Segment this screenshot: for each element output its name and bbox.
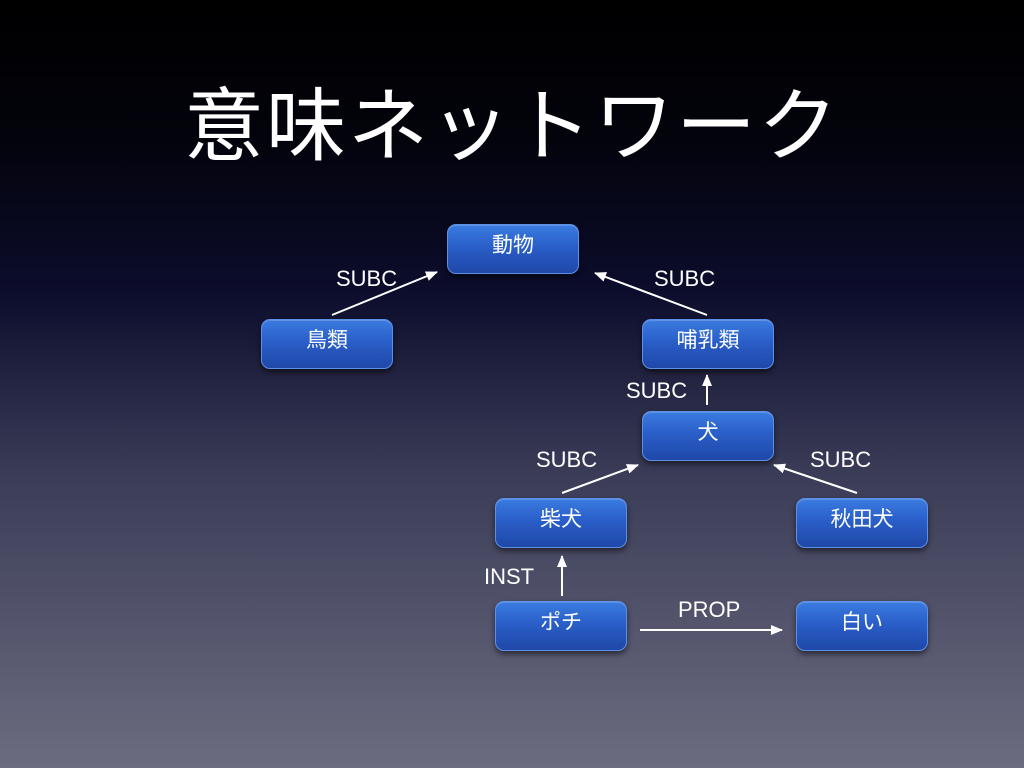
node-dog: 犬: [642, 411, 774, 461]
label-mammals-animal: SUBC: [654, 266, 716, 291]
label-pochi-white: PROP: [678, 597, 741, 622]
node-mammals: 哺乳類: [642, 319, 774, 369]
node-shiba: 柴犬: [495, 498, 627, 548]
slide-title: 意味ネットワーク: [184, 80, 840, 173]
label-akita-dog: SUBC: [810, 447, 872, 472]
label-pochi-shiba: INST: [484, 564, 535, 589]
label-dog-mammals: SUBC: [626, 378, 688, 403]
node-birds: 鳥類: [261, 319, 393, 369]
node-akita: 秋田犬: [796, 498, 928, 548]
node-animal: 動物: [447, 224, 579, 274]
arrow-mammals-to-animal: [594, 272, 708, 316]
arrow-shiba-to-dog: [561, 464, 639, 494]
arrow-akita-to-dog: [773, 463, 858, 494]
label-birds-animal: SUBC: [336, 266, 398, 291]
label-shiba-dog: SUBC: [536, 447, 598, 472]
node-white: 白い: [796, 601, 928, 651]
arrow-birds-to-animal: [331, 271, 438, 316]
node-pochi: ポチ: [495, 601, 627, 651]
